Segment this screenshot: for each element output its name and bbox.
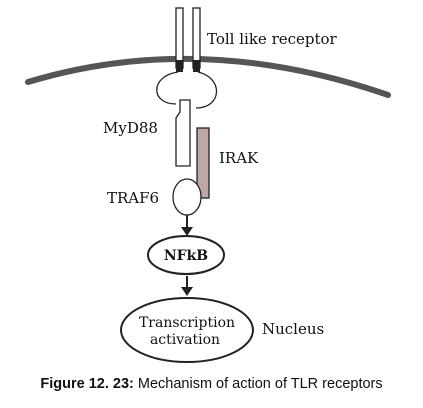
toll-like-receptor-shape [175,7,201,72]
traf6-shape [172,178,202,216]
figure-caption: Figure 12. 23: Mechanism of action of TL… [0,376,423,392]
figure-caption-number: Figure 12. 23: [40,376,134,392]
tir-domain-shape [156,71,218,109]
myd88-label: MyD88 [103,119,158,137]
traf6-label: TRAF6 [107,189,159,207]
nfkb-shape [147,235,225,275]
transcription-activation-shape [120,297,254,363]
irak-label: IRAK [219,149,259,167]
arrow-nfkb-to-transcription [181,276,193,296]
irak-shape [196,127,210,199]
transcription-label-line2: activation [150,332,220,348]
figure-caption-text: Mechanism of action of TLR receptors [137,376,383,392]
transcription-label-line1: Transcription [139,315,235,331]
cell-membrane [25,55,391,98]
arrow-traf6-to-nfkb [181,215,193,236]
myd88-shape [175,99,191,167]
nucleus-label: Nucleus [262,320,324,338]
toll-like-receptor-label: Toll like receptor [207,30,338,48]
nfkb-label: NFkB [164,248,208,264]
